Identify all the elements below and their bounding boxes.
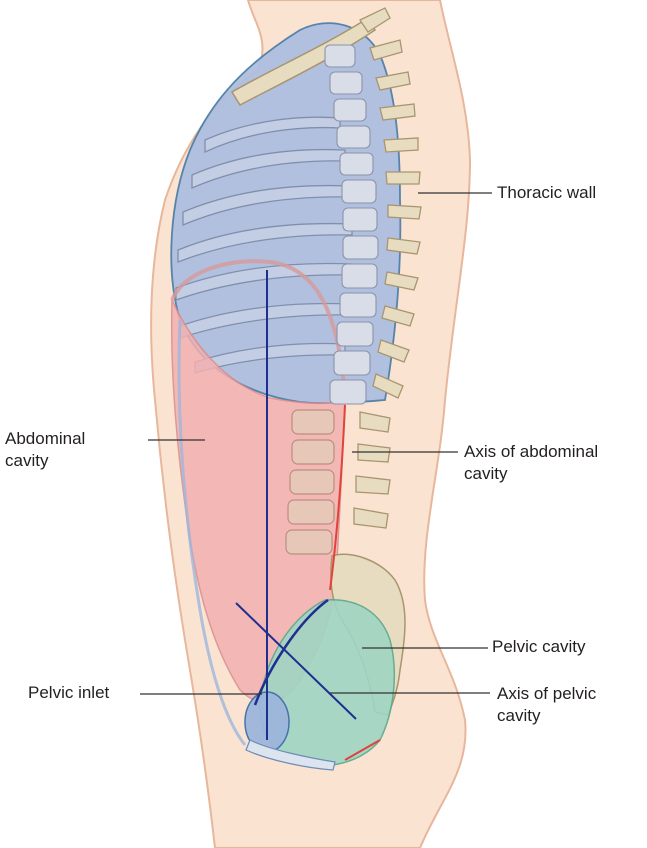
thoracic-vertebrae [324,44,379,405]
pelvic-floor-red-line [344,739,381,761]
posterior-peritoneum-line [329,404,346,591]
label-axis-pelvic-line1: Axis of pelvic [497,684,597,703]
label-axis-abdominal-line2: cavity [464,464,508,483]
pelvic-inlet-boundary [253,598,329,706]
axis-pelvic-line [235,602,357,720]
leader-lines [140,192,492,695]
label-axis-abdominal-line1: Axis of abdominal [464,442,599,461]
label-thoracic-wall: Thoracic wall [497,183,597,202]
rib-cage [175,116,353,374]
clavicle [230,19,377,106]
lumbar-vertebrae [285,409,335,555]
pubic-bone [245,739,336,771]
label-abdominal-cavity-line2: cavity [5,451,49,470]
anterior-abdominal-wall [177,319,247,746]
label-abdominal-cavity: Abdominal cavity [5,428,85,472]
label-axis-abdominal-cavity: Axis of abdominal cavity [464,441,598,485]
spinous-processes [353,7,422,529]
label-abdominal-cavity-line1: Abdominal [5,429,86,448]
label-axis-pelvic-cavity: Axis of pelvic cavity [497,683,596,727]
label-axis-pelvic-line2: cavity [497,706,541,725]
label-pelvic-inlet: Pelvic inlet [28,683,110,702]
label-pelvic-cavity: Pelvic cavity [492,637,586,656]
